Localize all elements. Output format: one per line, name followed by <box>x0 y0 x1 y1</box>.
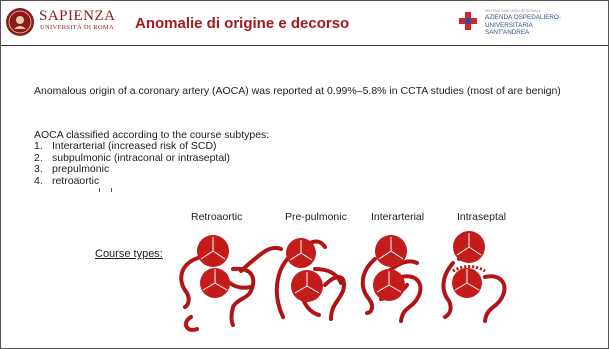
intraseptal-course-dashed <box>452 265 486 273</box>
course-subtype-list: 1.Interarterial (increased risk of SCD) … <box>34 140 231 187</box>
hospital-system-label: SISTEMA SANITARIO REGIONALE <box>485 9 542 13</box>
intro-paragraph: Anomalous origin of a coronary artery (A… <box>34 85 584 98</box>
list-item: 3.prepulmonic <box>34 163 110 175</box>
course-types-diagram <box>179 231 507 332</box>
university-name: SAPIENZA <box>39 8 116 24</box>
hospital-name-line2: SANT'ANDREA <box>485 29 530 36</box>
course-type-label-retroaortic: Retroaortic <box>191 211 243 223</box>
list-item: 2.subpulmonic (intraconal or intraseptal… <box>34 151 231 164</box>
course-type-label-prepulmonic: Pre-pulmonic <box>285 211 347 223</box>
hospital-name: AZIENDA OSPEDALIERO-UNIVERSITARIA SANT'A… <box>485 14 608 37</box>
university-subtitle: UNIVERSITÀ DI ROMA <box>40 24 115 31</box>
intro-text: Anomalous origin of a coronary artery (A… <box>34 85 561 97</box>
clipped-text-fragment <box>99 188 112 192</box>
course-type-label-interarterial: Interarterial <box>371 211 425 223</box>
course-type-label-intraseptal: Intraseptal <box>457 211 507 223</box>
course-types-label: Course types: <box>95 248 163 260</box>
list-item: 1.Interarterial (increased risk of SCD) <box>34 140 217 152</box>
hospital-cross-icon <box>459 12 477 30</box>
list-item: 4.retroaortic <box>34 174 100 187</box>
sapienza-seal-icon <box>6 8 34 36</box>
header-divider <box>1 45 608 46</box>
hospital-name-line1: AZIENDA OSPEDALIERO-UNIVERSITARIA <box>485 14 561 29</box>
retroaortic-illustration <box>179 245 283 327</box>
slide-header: SAPIENZA UNIVERSITÀ DI ROMA Anomalie di … <box>1 1 608 45</box>
slide-title: Anomalie di origine e decorso <box>135 15 350 32</box>
list-intro: AOCA classified according to the course … <box>34 129 270 141</box>
